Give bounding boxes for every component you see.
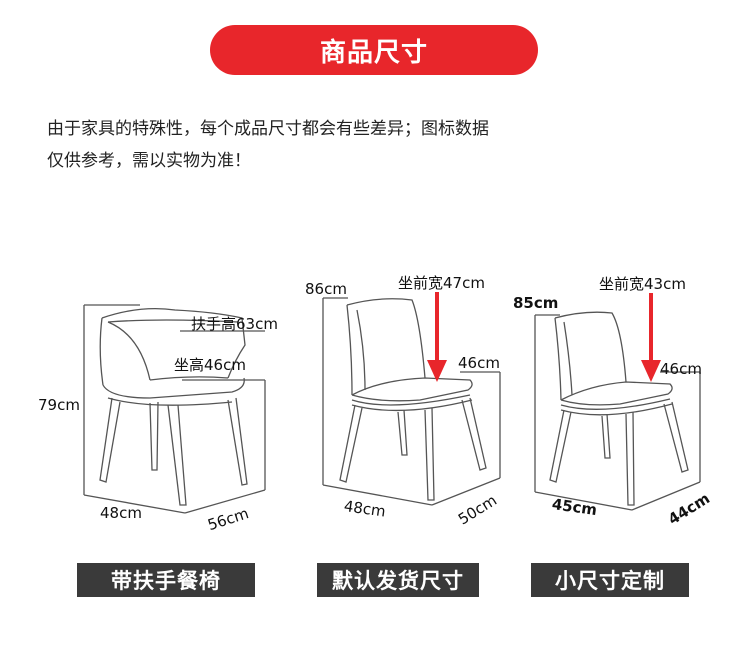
default-chair-seat-front-width-label: 坐前宽47cm	[398, 274, 485, 292]
default-chair-height-label: 86cm	[305, 280, 347, 298]
default-chair-caption-bar: 默认发货尺寸	[317, 563, 479, 597]
small-chair-caption-bar: 小尺寸定制	[531, 563, 689, 597]
armchair-caption: 带扶手餐椅	[111, 569, 221, 593]
armchair-width-label: 48cm	[100, 504, 142, 522]
small-chair-height-label: 85cm	[513, 294, 559, 312]
seat-width-arrows	[427, 292, 661, 382]
armchair-armrest-height-label: 扶手高63cm	[191, 315, 278, 333]
small-chair-drawing	[534, 311, 701, 511]
armchair-seat-height-label: 坐高46cm	[174, 356, 246, 374]
armchair-height-label: 79cm	[38, 396, 80, 414]
small-chair-seat-height-label: 46cm	[660, 360, 702, 378]
armchair-caption-bar: 带扶手餐椅	[77, 563, 255, 597]
section-title: 商品尺寸	[319, 37, 428, 68]
size-notice: 由于家具的特殊性，每个成品尺寸都会有些差异；图标数据 仅供参考，需以实物为准！	[47, 113, 607, 177]
armchair-drawing	[83, 304, 266, 514]
default-chair-drawing	[322, 297, 501, 506]
small-chair-caption: 小尺寸定制	[555, 569, 665, 593]
notice-line-1: 由于家具的特殊性，每个成品尺寸都会有些差异；图标数据	[47, 119, 489, 139]
notice-line-2: 仅供参考，需以实物为准！	[47, 151, 251, 171]
default-chair-caption: 默认发货尺寸	[332, 569, 464, 593]
section-title-badge: 商品尺寸	[210, 25, 538, 75]
default-chair-seat-height-label: 46cm	[458, 354, 500, 372]
small-chair-seat-front-width-label: 坐前宽43cm	[599, 275, 686, 293]
